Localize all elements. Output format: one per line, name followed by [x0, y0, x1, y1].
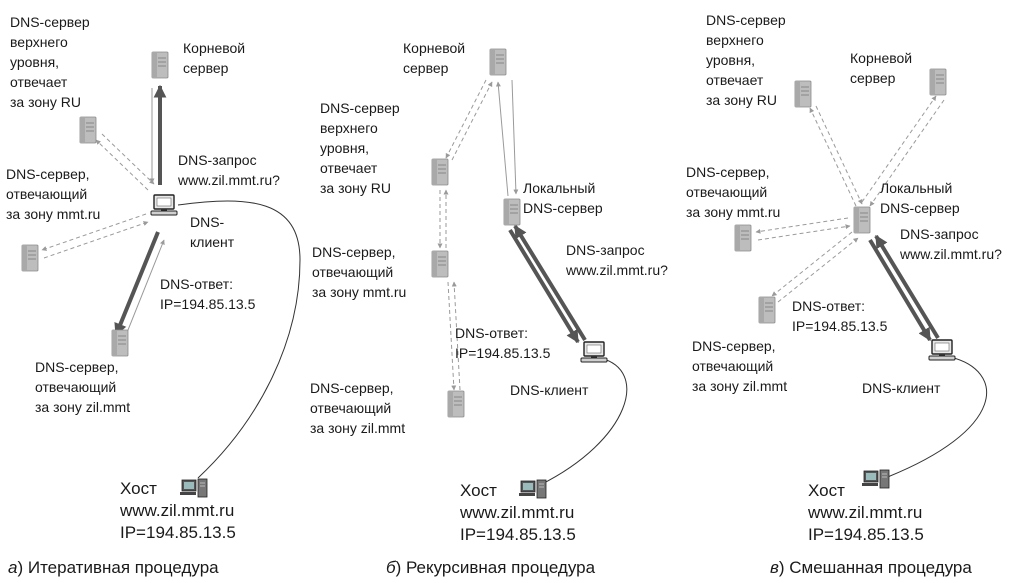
client-computer-icon	[928, 339, 956, 361]
local-mmt-query-arrow	[755, 217, 849, 234]
caption-recursive: б) Рекурсивная процедура	[386, 557, 595, 579]
caption-letter: б	[386, 558, 396, 577]
caption-iterative: а) Итеративная процедура	[8, 557, 219, 579]
caption-letter: а	[8, 558, 18, 577]
ru-root-answer-arrow	[451, 81, 493, 161]
answer-label: DNS-ответ: IP=194.85.13.5	[792, 298, 888, 334]
client-host-link	[177, 200, 301, 479]
mmt-server-label: DNS-сервер, отвечающий за зону mmt.ru	[312, 244, 407, 300]
caption-letter: в	[770, 558, 779, 577]
root-server-icon	[489, 48, 507, 76]
local-zil-query-arrow	[771, 231, 853, 297]
root-server-label: Корневой сервер	[183, 40, 246, 76]
zil-server-label: DNS-сервер, отвечающий за зону zil.mmt	[310, 380, 406, 436]
mmt-server-icon	[431, 250, 449, 278]
root-server-icon	[151, 51, 169, 79]
ru-client-answer-arrow	[101, 133, 155, 185]
client-ru-query-arrow	[95, 139, 149, 191]
host-label: Хост www.zil.mmt.ru IP=194.85.13.5	[808, 481, 924, 544]
ru-server-label: DNS-сервер верхнего уровня, отвечает за …	[10, 14, 90, 110]
zil-server-icon	[758, 296, 776, 324]
root-local-answer-arrow	[511, 79, 519, 195]
zil-server-label: DNS-сервер, отвечающий за зону zil.mmt	[692, 338, 788, 394]
client-mmt-query-arrow	[41, 213, 147, 251]
client-computer-icon	[150, 194, 178, 216]
ru-server-icon	[79, 116, 97, 144]
client-host-link	[879, 356, 988, 481]
client-label: DNS-клиент	[510, 382, 589, 398]
mmt-server-icon	[21, 244, 39, 272]
ru-server-icon	[431, 158, 449, 186]
root-ru-query-arrow	[445, 79, 487, 159]
mmt-server-label: DNS-сервер, отвечающий за зону mmt.ru	[6, 166, 101, 222]
caption-text: ) Смешанная процедура	[778, 558, 972, 577]
local-root-query-arrow	[495, 81, 509, 197]
answer-label: DNS-ответ: IP=194.85.13.5	[160, 276, 256, 312]
root-server-label: Корневой сервер	[850, 50, 913, 86]
ru-server-icon	[794, 80, 812, 108]
ru-server-label: DNS-сервер верхнего уровня, отвечает за …	[320, 100, 400, 196]
mmt-client-answer-arrow	[43, 221, 149, 259]
caption-text: ) Итеративная процедура	[17, 558, 219, 577]
host-label: Хост www.zil.mmt.ru IP=194.85.13.5	[460, 481, 576, 544]
mmt-local-answer-arrow	[757, 224, 851, 241]
zil-server-icon	[447, 390, 465, 418]
mmt-server-label: DNS-сервер, отвечающий за зону mmt.ru	[686, 164, 781, 220]
query-label: DNS-запрос www.zil.mmt.ru?	[178, 152, 280, 188]
zil-client-answer-arrow	[123, 239, 165, 341]
root-server-label: Корневой сервер	[403, 40, 466, 76]
query-label: DNS-запрос www.zil.mmt.ru?	[900, 226, 1002, 262]
client-zil-query-arrow	[114, 231, 160, 337]
ru-server-label: DNS-сервер верхнего уровня, отвечает за …	[706, 12, 786, 108]
local-server-label: Локальный DNS-сервер	[523, 180, 603, 216]
local-client-answer-arrow	[508, 228, 580, 344]
query-label: DNS-запрос www.zil.mmt.ru?	[566, 242, 668, 278]
local-client-answer-arrow	[868, 238, 932, 342]
root-local-answer-arrow	[869, 99, 945, 207]
panel-iterative-graph	[21, 51, 301, 498]
zil-server-icon	[111, 329, 129, 357]
local-server-label: Локальный DNS-сервер	[880, 180, 960, 216]
ru-local-answer-arrow	[815, 105, 863, 205]
local-server-icon	[503, 198, 521, 226]
client-local-query-arrow	[874, 234, 940, 340]
client-label: DNS-клиент	[862, 380, 941, 396]
caption-text: ) Рекурсивная процедура	[395, 558, 596, 577]
answer-label: DNS-ответ: IP=194.85.13.5	[455, 325, 551, 361]
host-label: Хост www.zil.mmt.ru IP=194.85.13.5	[120, 479, 236, 542]
client-label: DNS- клиент	[190, 214, 235, 250]
local-root-query-arrow	[861, 95, 937, 203]
local-ru-query-arrow	[809, 107, 857, 207]
zil-server-label: DNS-сервер, отвечающий за зону zil.mmt	[35, 359, 131, 415]
panel-mixed-graph	[734, 68, 988, 489]
local-server-icon	[853, 206, 871, 234]
mmt-zil-query-arrow	[447, 281, 457, 391]
client-local-query-arrow	[513, 224, 587, 342]
client-host-link	[539, 357, 628, 486]
caption-mixed: в) Смешанная процедура	[770, 557, 972, 579]
mmt-server-icon	[734, 224, 752, 252]
zil-local-answer-arrow	[777, 237, 859, 303]
panel-recursive-graph	[431, 48, 628, 499]
client-computer-icon	[580, 341, 608, 363]
root-server-icon	[929, 68, 947, 96]
